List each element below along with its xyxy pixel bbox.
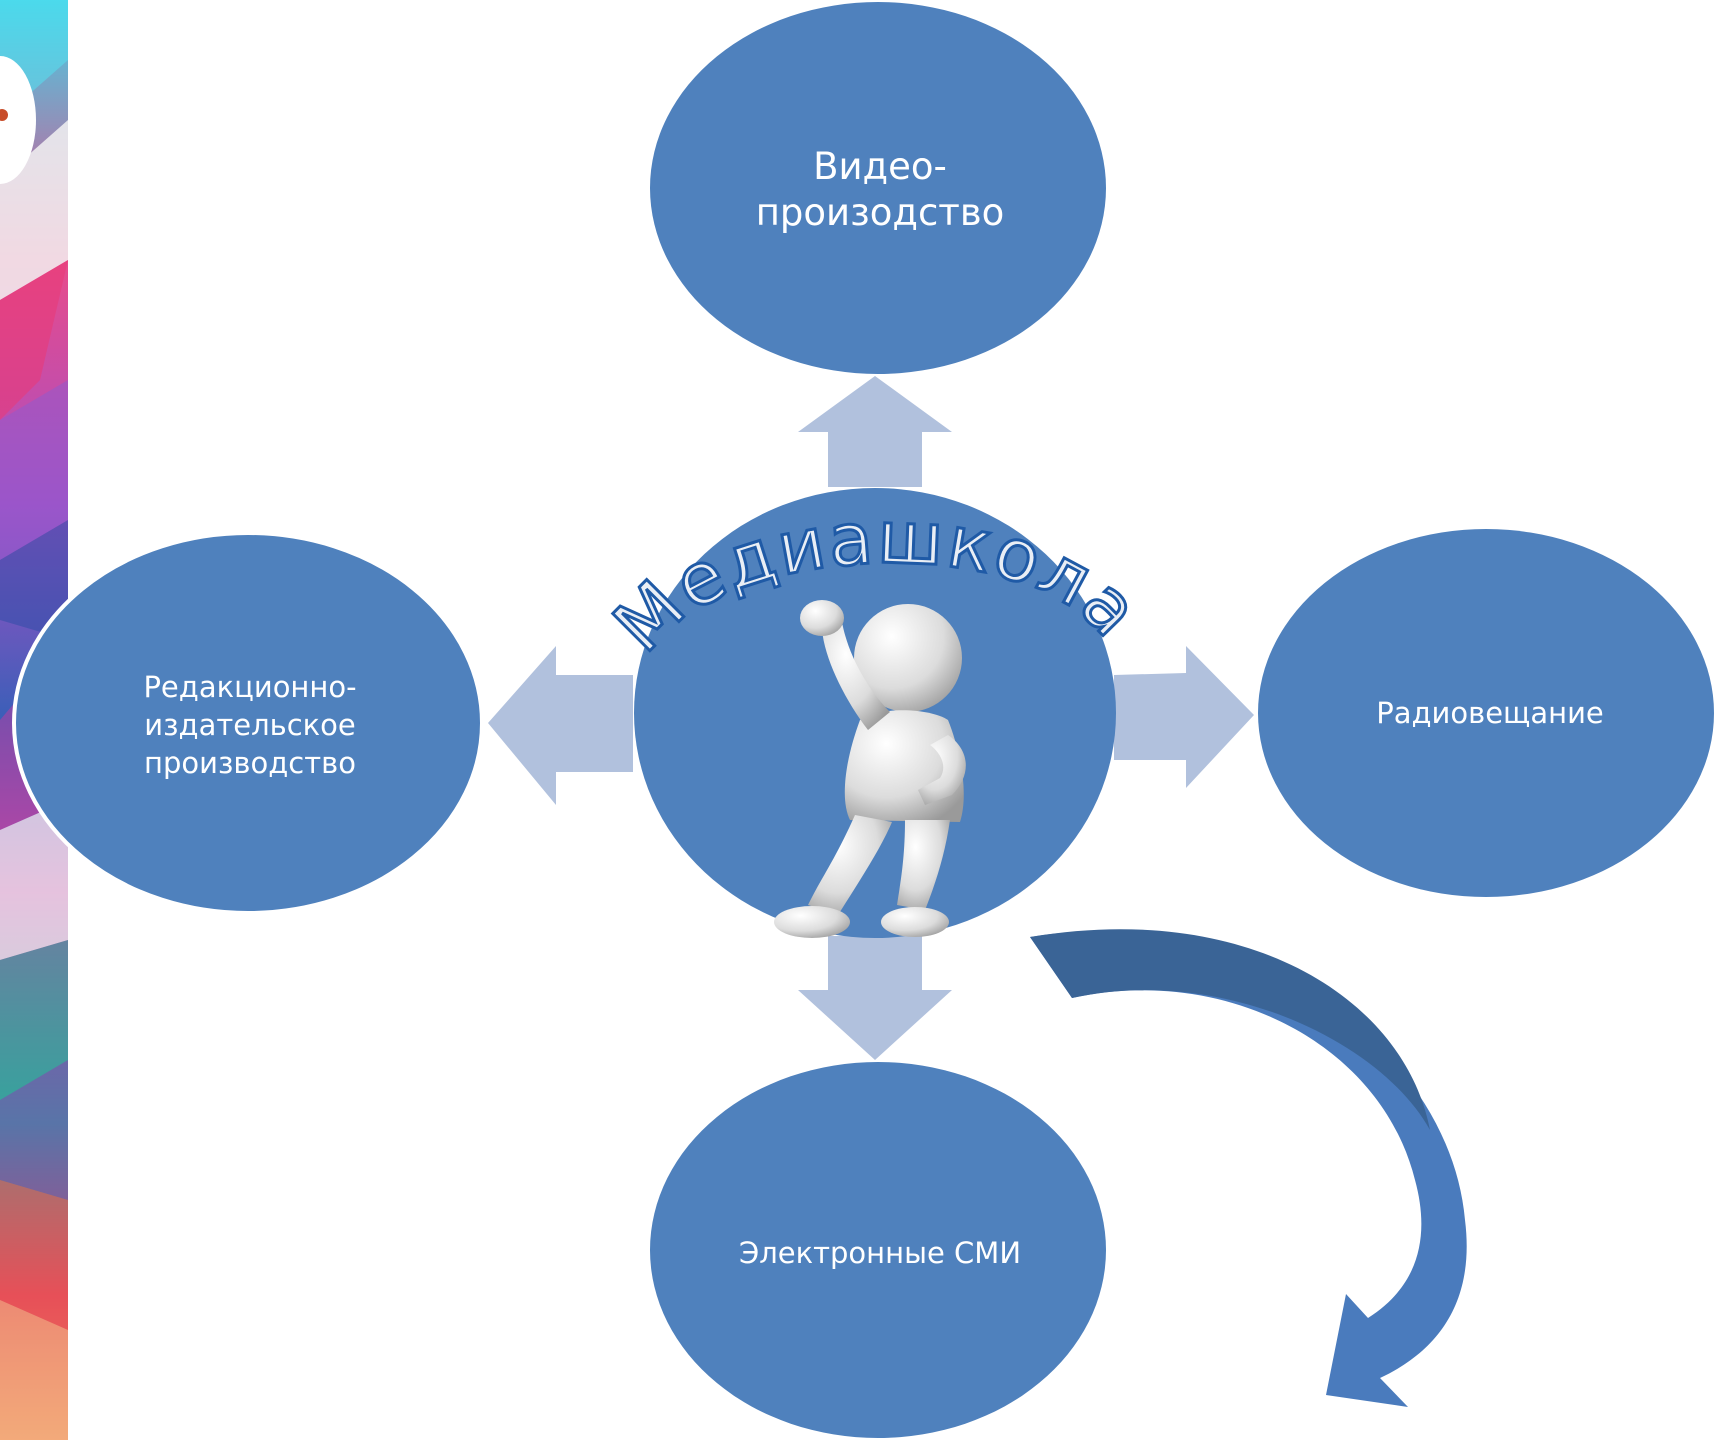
- node-media-label: Электронные СМИ: [738, 1236, 1022, 1270]
- curved-arrow: [1030, 929, 1467, 1407]
- node-video-label: Видео- произодство: [755, 145, 1005, 234]
- node-media: [650, 1062, 1106, 1438]
- thinking-person-figure-icon: [774, 600, 966, 938]
- node-radio: [1258, 529, 1714, 897]
- arrow-left: [488, 646, 633, 805]
- arrow-down: [798, 936, 952, 1060]
- arrow-right: [1114, 646, 1254, 788]
- node-video: [650, 2, 1106, 374]
- arrow-up: [798, 376, 952, 487]
- node-radio-label: Радиовещание: [1376, 696, 1604, 730]
- node-edit: [12, 531, 484, 915]
- node-edit-label: Редакционно- издательское производство: [143, 670, 357, 780]
